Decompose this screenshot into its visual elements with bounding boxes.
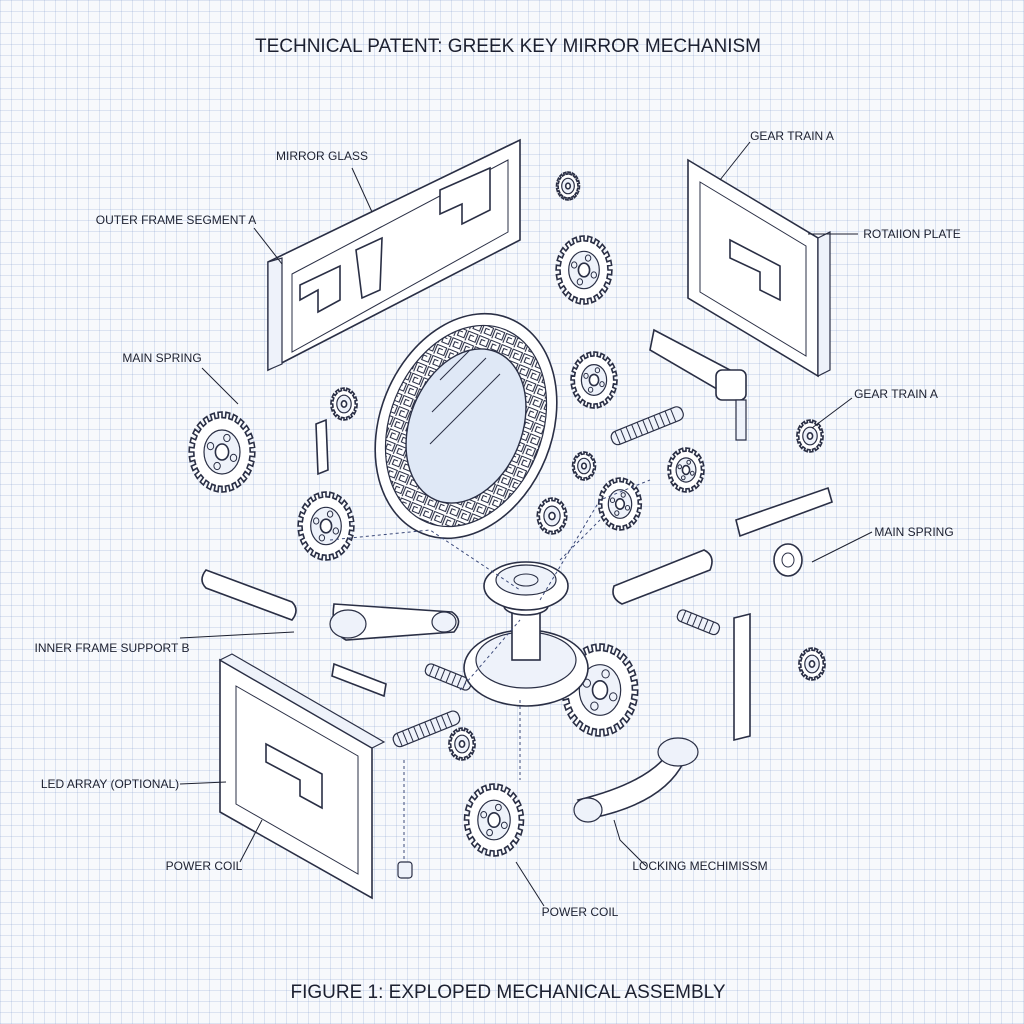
gear-icon: [297, 491, 355, 561]
linkage-arms: [201, 328, 833, 879]
label-led-array: LED ARRAY (OPTIONAL): [41, 777, 179, 791]
gear-icon: [188, 411, 256, 493]
rotation-plate-frame: [687, 158, 831, 378]
gear-icon: [463, 783, 525, 857]
callout-labels: MIRROR GLASS OUTER FRAME SEGMENT A MAIN …: [35, 129, 961, 919]
label-main-spring-right: MAIN SPRING: [874, 525, 953, 539]
callout-leaders: [179, 141, 873, 907]
gear-icon: [330, 387, 358, 421]
label-inner-frame-support-b: INNER FRAME SUPPORT B: [35, 641, 190, 655]
outer-frame-segment-a: [267, 138, 521, 372]
assembly-guide-lines: [329, 479, 651, 862]
diagram-title: TECHNICAL PATENT: GREEK KEY MIRROR MECHA…: [255, 36, 761, 57]
gear-icon: [597, 477, 643, 531]
central-pedestal: [463, 561, 589, 707]
label-locking-mechanism: LOCKING MECHIMISSM: [632, 859, 767, 873]
label-gear-train-a-right: GEAR TRAIN A: [854, 387, 938, 401]
label-gear-train-a-top: GEAR TRAIN A: [750, 129, 834, 143]
label-main-spring-left: MAIN SPRING: [122, 351, 201, 365]
label-power-coil-bottom: POWER COIL: [542, 905, 619, 919]
gear-icon: [555, 235, 613, 305]
label-rotation-plate: ROTAIION PLATE: [863, 227, 961, 241]
figure-caption: FIGURE 1: EXPLOPED MECHANICAL ASSEMBLY: [290, 982, 725, 1003]
inner-frame-support: [218, 653, 386, 900]
label-power-coil-left: POWER COIL: [166, 859, 243, 873]
gear-icon: [571, 451, 597, 481]
gear-set: [188, 171, 826, 857]
gear-icon: [570, 351, 618, 409]
mirror-assembly: [374, 312, 558, 540]
springs: [392, 406, 721, 748]
label-mirror-glass: MIRROR GLASS: [276, 149, 368, 163]
gear-icon: [536, 497, 568, 535]
gear-icon: [798, 647, 826, 681]
gear-icon: [555, 171, 581, 201]
label-outer-frame-segment-a: OUTER FRAME SEGMENT A: [96, 213, 256, 227]
gear-icon: [448, 727, 476, 761]
gear-icon: [796, 419, 824, 453]
gear-icon: [667, 447, 705, 493]
